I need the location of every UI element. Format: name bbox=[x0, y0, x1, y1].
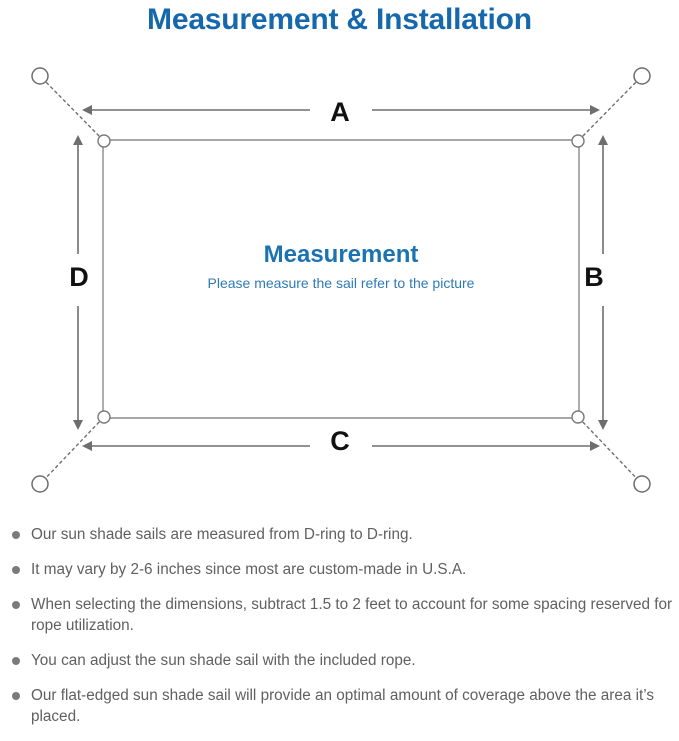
rope-top-right bbox=[578, 75, 643, 141]
rope-top-left bbox=[39, 75, 104, 141]
rope-bottom-left bbox=[39, 417, 104, 485]
notes-list: Our sun shade sails are measured from D-… bbox=[0, 524, 679, 741]
note-text: It may vary by 2-6 inches since most are… bbox=[31, 561, 467, 578]
list-item: Our sun shade sails are measured from D-… bbox=[0, 524, 679, 545]
dimension-label-a: A bbox=[330, 97, 350, 127]
sail-body-rectangle bbox=[102, 139, 580, 419]
anchor-ring-bottom-left bbox=[31, 475, 49, 493]
d-ring-bottom-right bbox=[571, 410, 585, 424]
bullet-icon bbox=[12, 566, 20, 574]
rope-bottom-right bbox=[578, 417, 643, 485]
list-item: Our flat-edged sun shade sail will provi… bbox=[0, 685, 679, 727]
d-ring-bottom-left bbox=[97, 410, 111, 424]
dimension-label-d: D bbox=[69, 262, 89, 292]
bullet-icon bbox=[12, 657, 20, 665]
list-item: You can adjust the sun shade sail with t… bbox=[0, 650, 679, 671]
sail-diagram bbox=[0, 44, 679, 514]
page-title: Measurement & Installation bbox=[147, 3, 532, 36]
d-ring-top-left bbox=[97, 134, 111, 148]
bullet-icon bbox=[12, 601, 20, 609]
anchor-ring-top-left bbox=[31, 67, 49, 85]
note-text: Our flat-edged sun shade sail will provi… bbox=[31, 687, 655, 725]
d-ring-top-right bbox=[571, 134, 585, 148]
list-item: It may vary by 2-6 inches since most are… bbox=[0, 559, 679, 580]
dimension-label-b: B bbox=[584, 262, 604, 292]
note-text: Our sun shade sails are measured from D-… bbox=[31, 526, 413, 543]
note-text: When selecting the dimensions, subtract … bbox=[31, 596, 673, 634]
list-item: When selecting the dimensions, subtract … bbox=[0, 594, 679, 636]
anchor-ring-top-right bbox=[633, 67, 651, 85]
anchor-ring-bottom-right bbox=[633, 475, 651, 493]
bullet-icon bbox=[12, 531, 20, 539]
sail-diagram-svg bbox=[31, 67, 651, 493]
dimension-label-c: C bbox=[330, 426, 350, 456]
note-text: You can adjust the sun shade sail with t… bbox=[31, 652, 416, 669]
bullet-icon bbox=[12, 692, 20, 700]
